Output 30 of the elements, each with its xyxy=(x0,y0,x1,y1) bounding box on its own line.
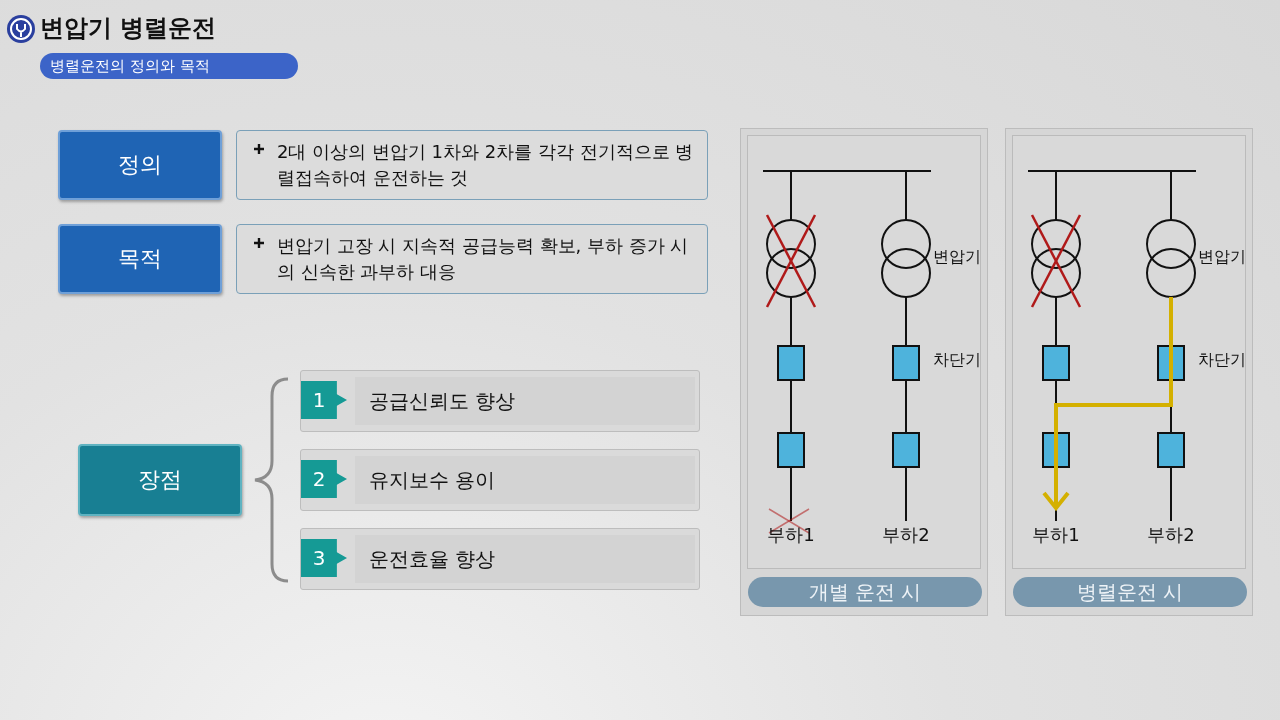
number-badge: 2 xyxy=(301,460,347,498)
item-text: 공급신뢰도 향상 xyxy=(355,377,695,425)
list-item-card xyxy=(300,370,700,432)
diagram-panel xyxy=(740,128,988,616)
load-label: 부하1 xyxy=(767,523,815,547)
component-label: 변압기 xyxy=(933,247,981,268)
description-text: 변압기 고장 시 지속적 공급능력 확보, 부하 증가 시의 신속한 과부하 대응 xyxy=(277,234,690,284)
heading-box: 장점 xyxy=(78,444,242,516)
component-label: 변압기 xyxy=(1198,247,1246,268)
text-panel xyxy=(236,224,708,294)
item-text: 유지보수 용이 xyxy=(355,456,695,504)
list-item-card xyxy=(300,528,700,590)
slide-title: 변압기 병렬운전 xyxy=(40,13,217,44)
caption-bar: 개별 운전 시 xyxy=(748,577,982,607)
load-label: 부하2 xyxy=(882,523,930,547)
number-badge: 1 xyxy=(301,381,347,419)
description-text: 2대 이상의 변압기 1차와 2차를 각각 전기적으로 병렬접속하여 운전하는 것 xyxy=(277,140,695,190)
heading-box: 정의 xyxy=(58,130,222,200)
heading-box: 목적 xyxy=(58,224,222,294)
load-label: 부하1 xyxy=(1032,523,1080,547)
item-text: 운전효율 향상 xyxy=(355,535,695,583)
caption-bar: 병렬운전 시 xyxy=(1013,577,1247,607)
diagram-panel xyxy=(1005,128,1253,616)
section-tag: 병렬운전의 정의와 목적 xyxy=(40,53,298,79)
component-label: 차단기 xyxy=(933,350,981,371)
list-item-card xyxy=(300,449,700,511)
component-label: 차단기 xyxy=(1198,350,1246,371)
number-badge: 3 xyxy=(301,539,347,577)
text-panel xyxy=(236,130,708,200)
load-label: 부하2 xyxy=(1147,523,1195,547)
